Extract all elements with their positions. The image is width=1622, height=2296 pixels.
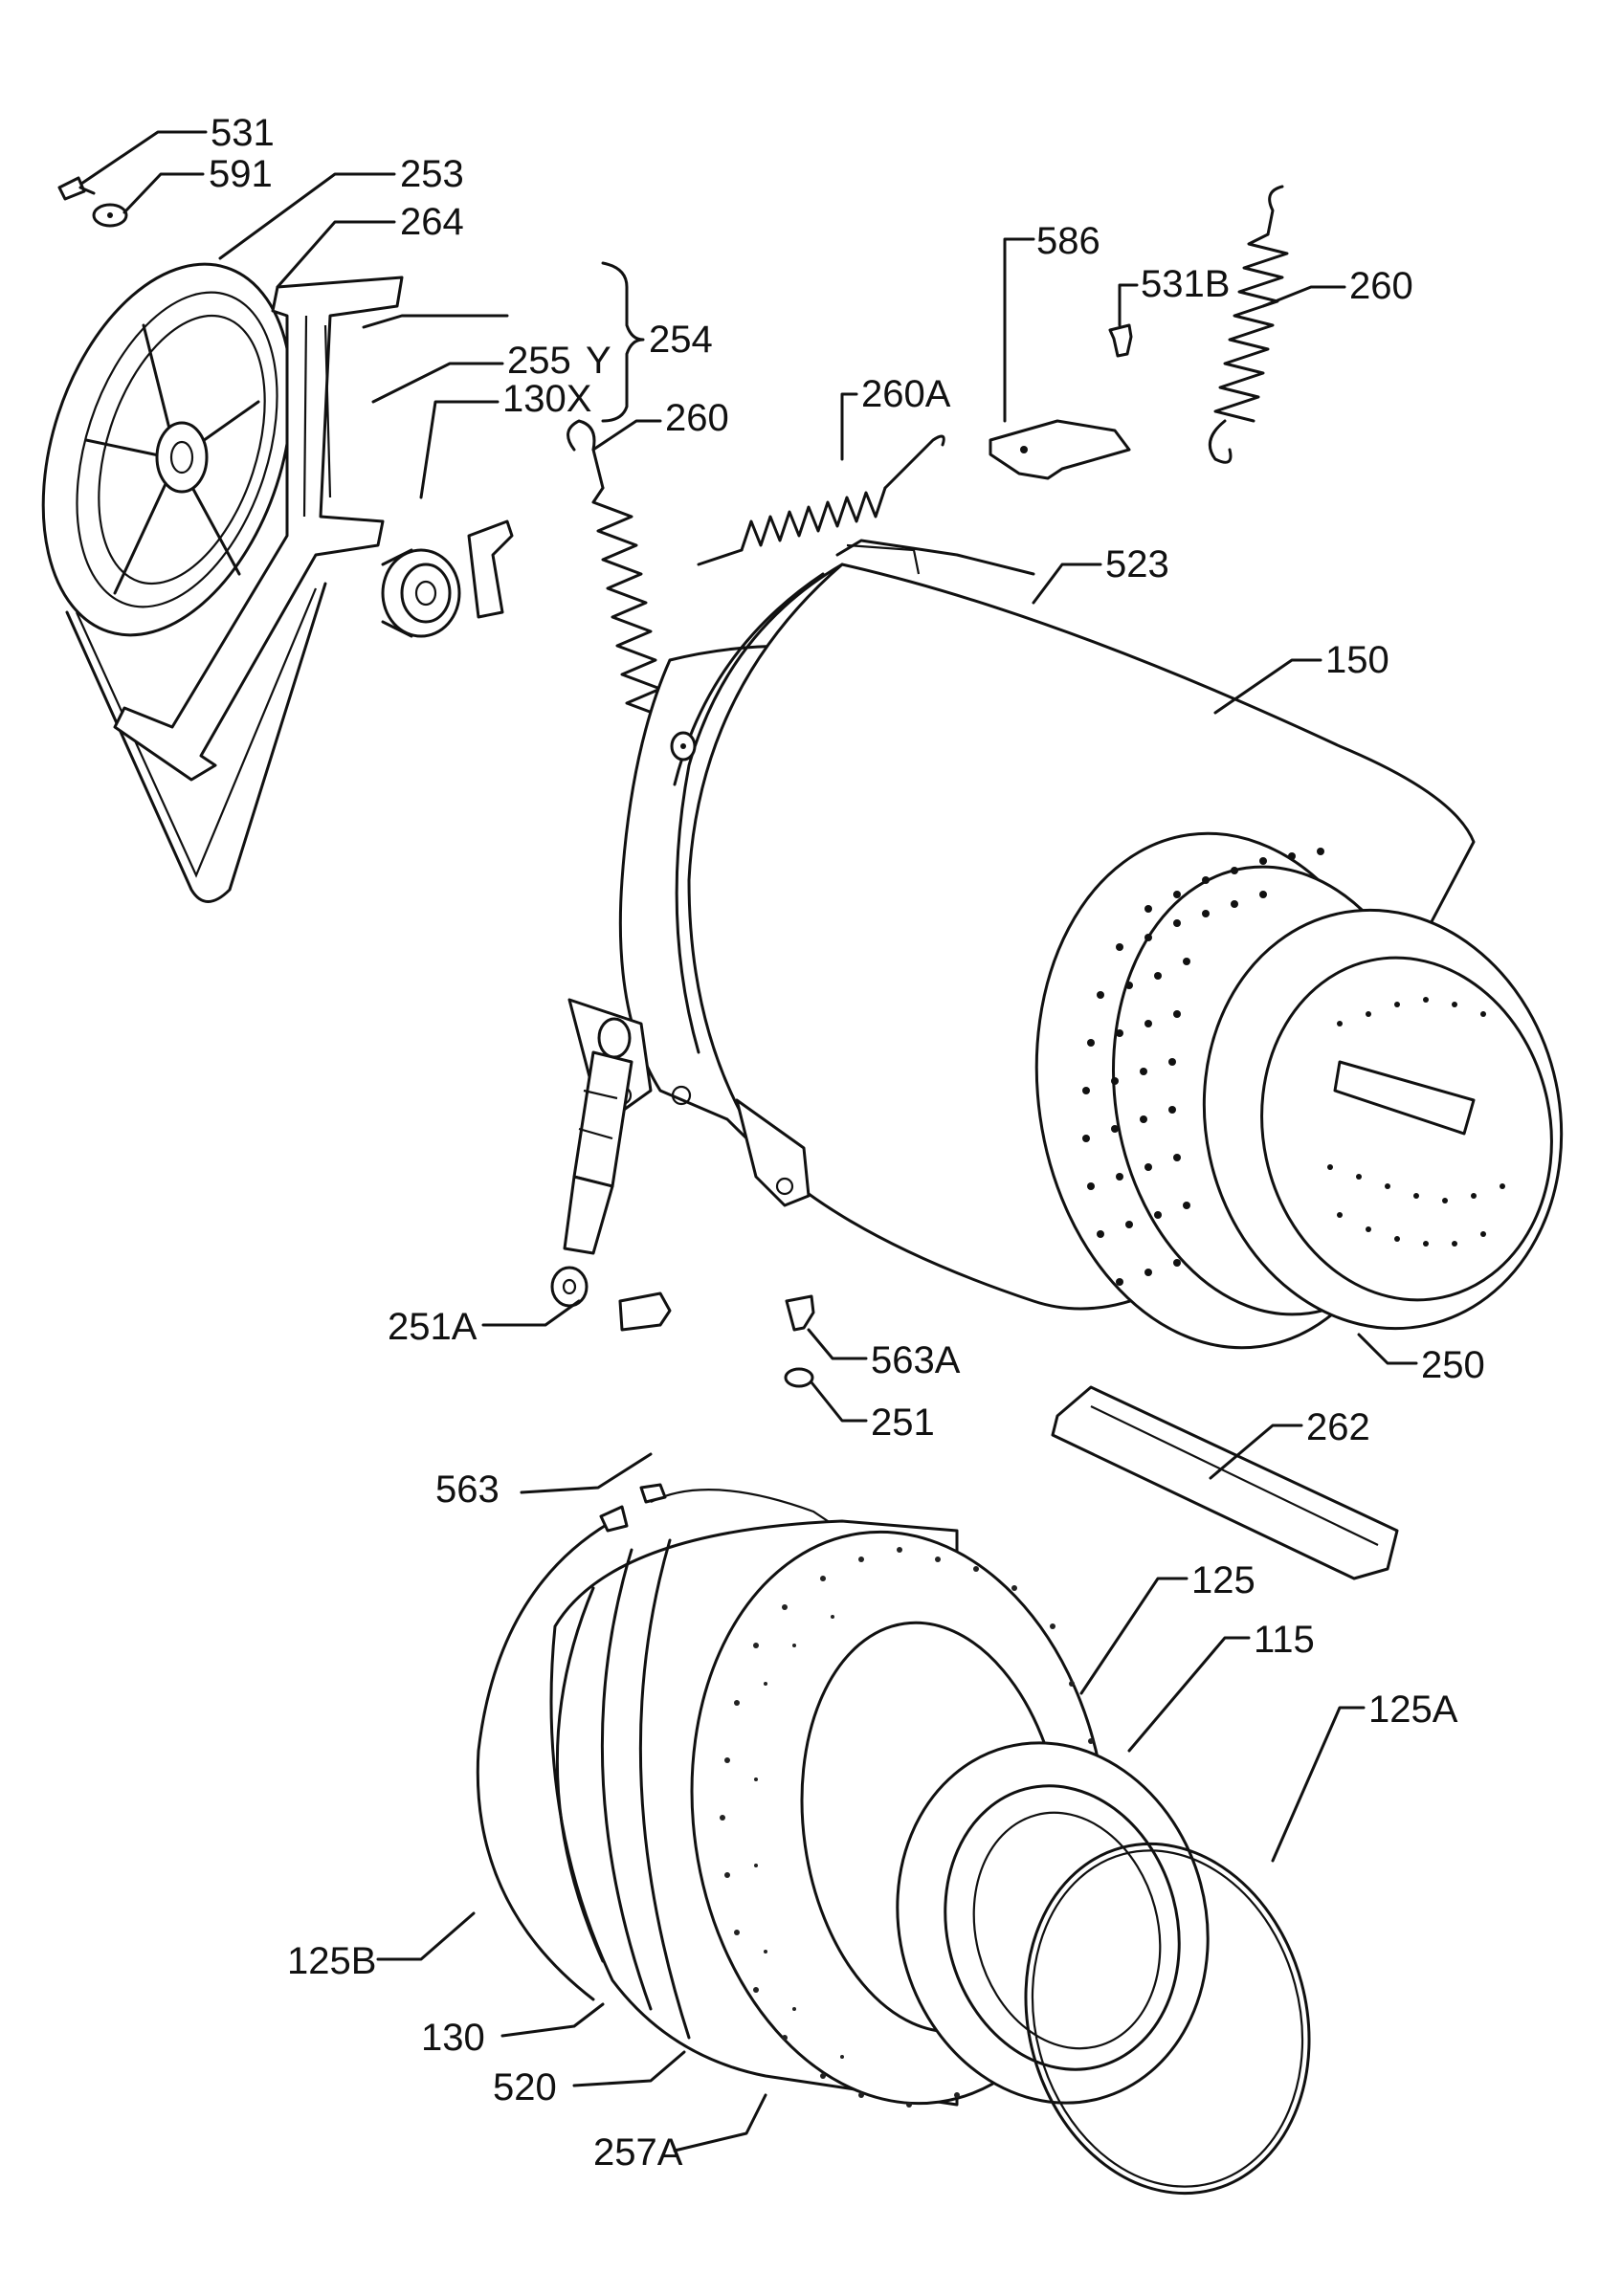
label-257a: 257A <box>593 2131 683 2174</box>
label-130: 130 <box>421 2017 485 2059</box>
label-125: 125 <box>1191 1559 1255 1601</box>
front-tub <box>476 1483 1311 2196</box>
drum-spider <box>113 276 404 782</box>
leader-lines <box>79 130 1418 2152</box>
label-531: 531 <box>211 112 275 154</box>
label-591: 591 <box>209 153 273 195</box>
label-264: 264 <box>400 201 464 243</box>
label-125b: 125B <box>287 1940 376 1982</box>
horizontal-spring <box>697 434 945 566</box>
left-spring <box>567 419 680 719</box>
bolt-563a <box>785 1294 815 1332</box>
label-260-left: 260 <box>665 397 729 439</box>
label-250: 250 <box>1421 1344 1485 1386</box>
label-260a: 260A <box>861 373 951 415</box>
washer-251 <box>784 1367 814 1388</box>
label-y: Y <box>586 340 611 382</box>
bolt-563 <box>618 1292 672 1332</box>
drum-perforations <box>1082 848 1505 1286</box>
label-253: 253 <box>400 153 464 195</box>
label-115: 115 <box>1254 1619 1315 1661</box>
shock-absorber <box>550 1017 633 1308</box>
label-130x: 130X <box>502 378 591 420</box>
label-586: 586 <box>1036 220 1100 262</box>
label-563: 563 <box>435 1468 500 1511</box>
drive-belt <box>65 582 327 903</box>
label-531b: 531B <box>1141 263 1230 305</box>
label-125a: 125A <box>1368 1689 1458 1731</box>
label-563a: 563A <box>871 1339 961 1381</box>
label-251a: 251A <box>388 1306 478 1348</box>
inner-drum <box>1034 831 1564 1350</box>
label-262: 262 <box>1306 1406 1370 1448</box>
mounting-bracket <box>989 419 1131 480</box>
pulley-assembly <box>41 262 514 903</box>
screw-and-washer <box>57 176 128 228</box>
label-254: 254 <box>649 319 713 361</box>
screw-531b <box>1108 323 1133 358</box>
right-spring <box>1208 185 1289 464</box>
clamp-125b <box>476 1519 614 2001</box>
label-520: 520 <box>493 2066 557 2108</box>
label-251: 251 <box>871 1402 935 1444</box>
clamp-125a <box>1024 1842 1311 2196</box>
label-523: 523 <box>1105 543 1169 585</box>
part-labels: 531 591 253 264 255 Y 254 130X 260 260A … <box>209 112 1485 2174</box>
label-255: 255 <box>507 340 571 382</box>
label-150: 150 <box>1325 639 1389 681</box>
drum-lifter <box>1051 1385 1399 1580</box>
label-260-right: 260 <box>1349 265 1413 307</box>
